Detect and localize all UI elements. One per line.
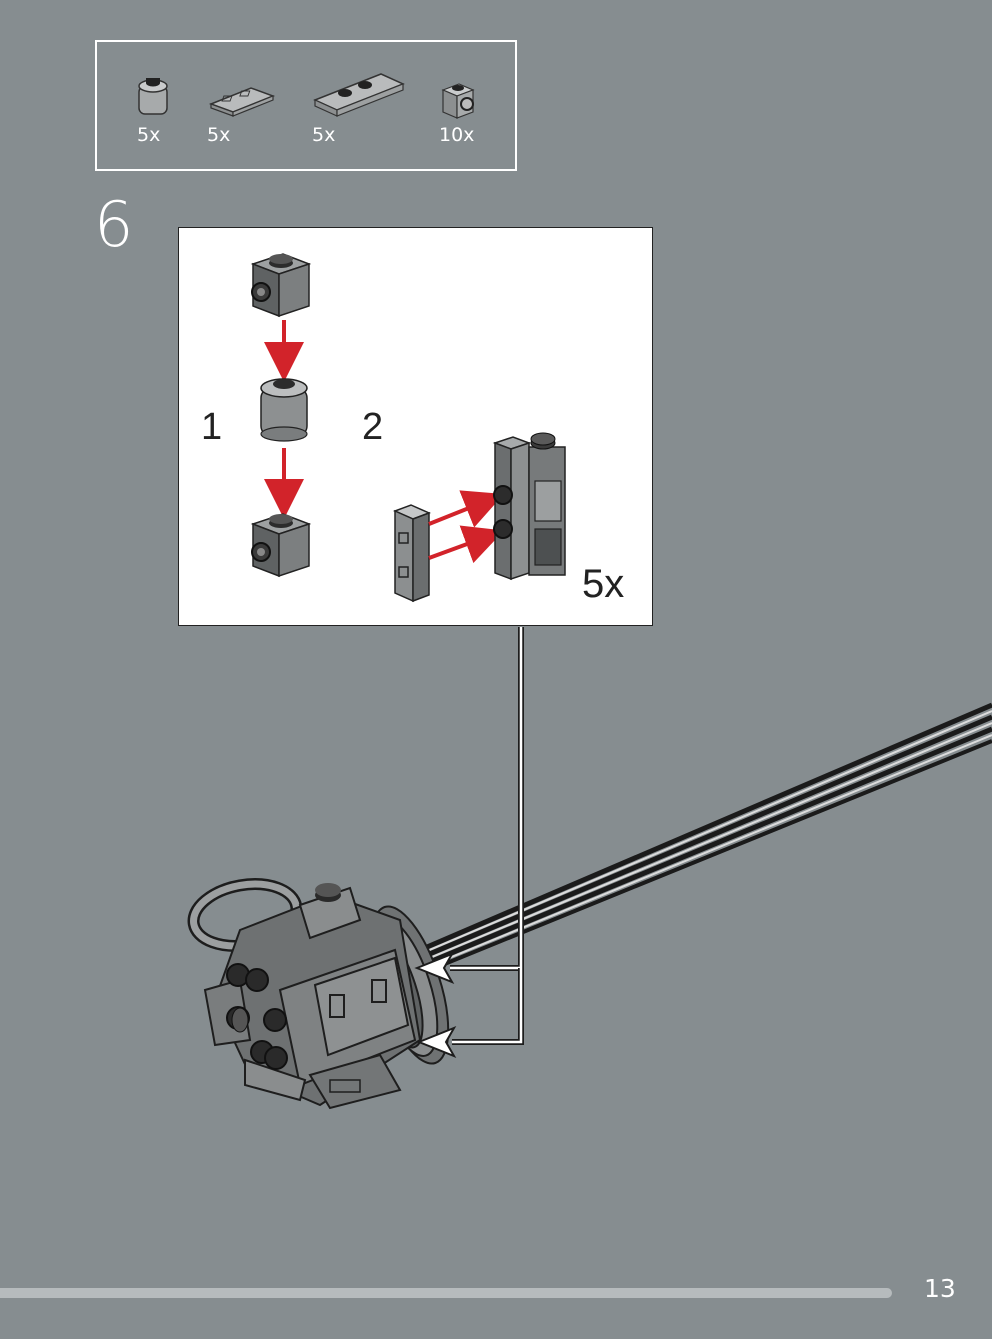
side-stud-brick-top [250,253,312,318]
tile-part-icon [208,87,276,117]
parts-list-box: 5x 5x 5x 10x [95,40,517,171]
placement-arrow-1 [414,952,455,984]
page-progress-bar [0,1288,892,1298]
side-stud-brick-part-icon [441,83,475,119]
assembly-arrow-3 [428,490,504,528]
callout-connector [414,627,524,1058]
step-number: 6 [94,188,134,261]
part-qty-tile: 5x [207,124,231,146]
tile-piece [393,504,431,603]
substep-2-label: 2 [362,406,384,448]
sub-assembly-callout: 1 2 5x [178,227,653,626]
part-qty-round-brick: 5x [137,124,161,146]
side-stud-brick-bottom [250,513,312,578]
rod-bundle [419,702,992,976]
placement-arrow-2 [416,1026,457,1058]
hub-body [203,883,422,1110]
assembly-arrow-4 [428,525,505,564]
callout-illustration [250,253,566,603]
page-number: 13 [924,1274,956,1303]
callout-multiplier: 5x [582,562,625,606]
round-brick-middle [260,378,308,442]
substep-1-label: 1 [201,406,223,448]
part-qty-side-stud-brick: 10x [439,124,475,146]
plate-part-icon [313,73,405,117]
round-brick-part-icon [138,78,168,115]
hinge-assembly [492,432,566,581]
part-qty-plate: 5x [312,124,336,146]
